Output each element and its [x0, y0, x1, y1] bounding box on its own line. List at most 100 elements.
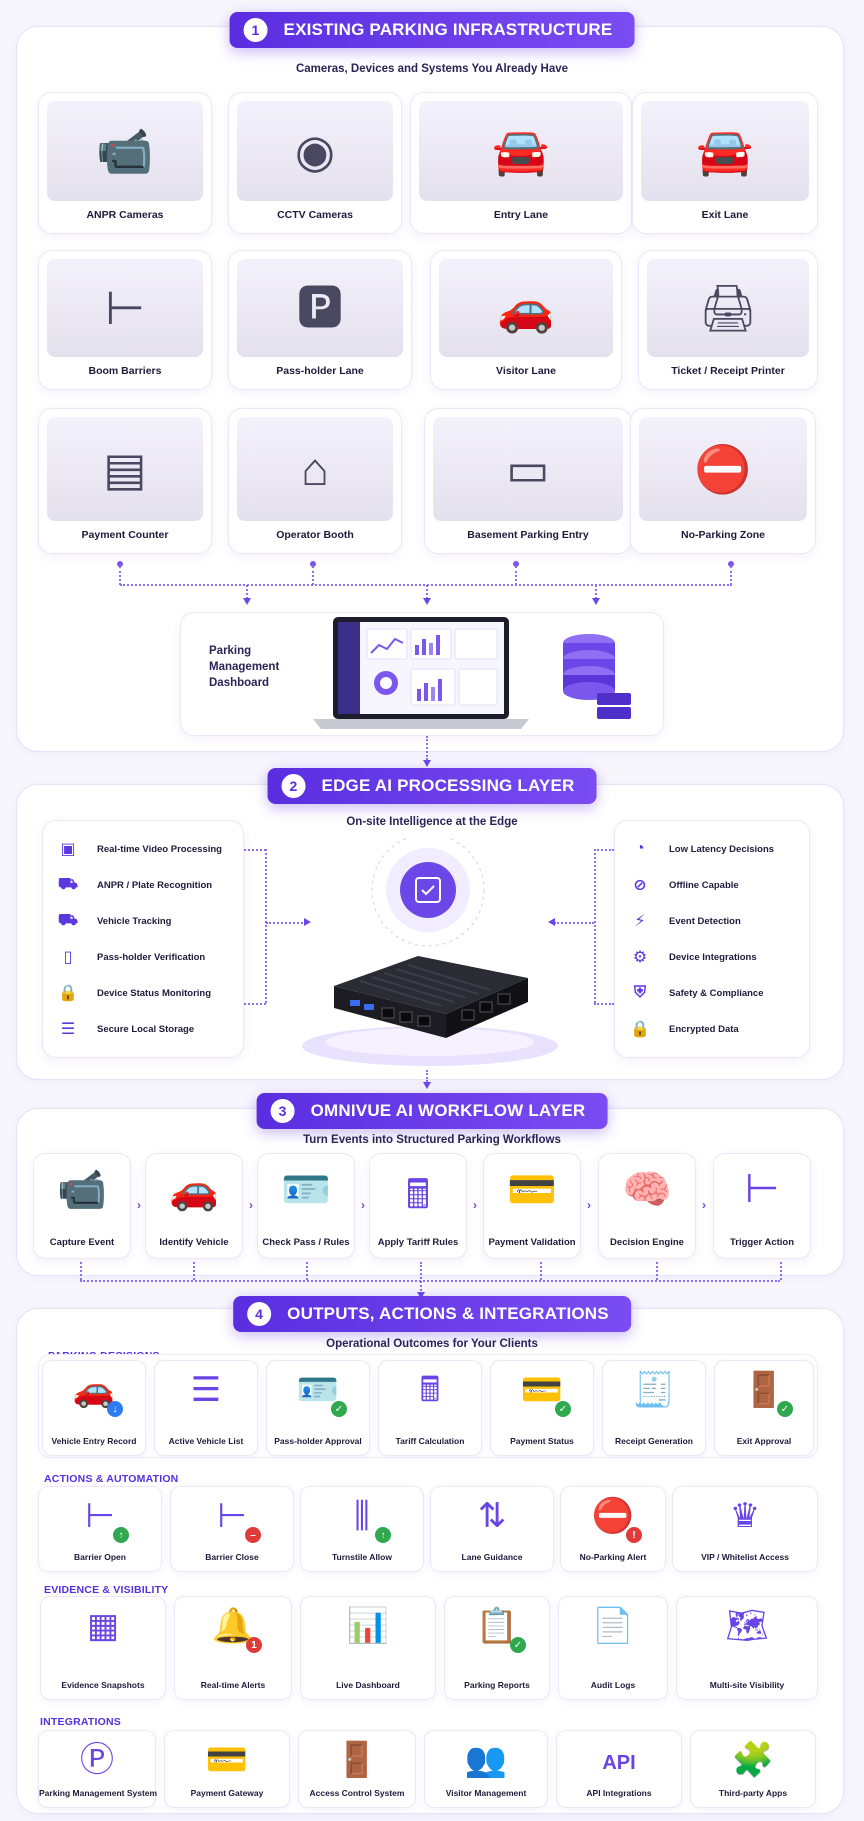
section-2-title: 2 EDGE AI PROCESSING LAYER: [267, 768, 597, 804]
card-label: No-Parking Zone: [680, 529, 765, 541]
barrier-close-icon: ⊢: [217, 1497, 247, 1535]
icon-glyph: 📹: [96, 125, 154, 177]
payment-status-icon: 💳: [520, 1371, 564, 1409]
entry-lane-icon: 🚘: [419, 101, 623, 201]
capability-label: Event Detection: [669, 915, 741, 927]
offline-icon: ⊘: [633, 877, 647, 894]
output-card: ⫼Turnstile Allow↑: [300, 1486, 424, 1572]
card-label: Exit Lane: [701, 209, 749, 221]
capability-item: 🔒Device Status Monitoring: [57, 982, 211, 1004]
output-label: Vehicle Entry Record: [51, 1436, 137, 1446]
capability-item: ⛟Vehicle Tracking: [57, 910, 172, 932]
output-card: ⇅Lane Guidance: [430, 1486, 554, 1572]
vehicle-list-icon: ☰: [190, 1371, 222, 1409]
output-label: Barrier Close: [205, 1552, 259, 1562]
latency-icon: ◔: [635, 840, 645, 857]
output-label: Parking Reports: [464, 1680, 530, 1690]
output-label: Pass-holder Approval: [274, 1436, 362, 1446]
barrier-icon: ⊢: [744, 1167, 780, 1211]
visitors-icon: 👥: [464, 1741, 508, 1779]
card-label: ANPR Cameras: [86, 209, 164, 221]
card-label: Pass-holder Lane: [276, 365, 364, 377]
receipt-icon: 🧾: [632, 1371, 676, 1409]
output-label: Lane Guidance: [461, 1552, 523, 1562]
capability-item: ▣Real-time Video Processing: [57, 838, 222, 860]
output-label: Real-time Alerts: [200, 1680, 266, 1690]
boom-barrier-icon: ⊢: [47, 259, 203, 357]
infrastructure-card: ◉CCTV Cameras: [228, 92, 402, 234]
section-1-subtitle: Cameras, Devices and Systems You Already…: [295, 63, 569, 75]
capability-item: ⚡Event Detection: [629, 910, 741, 932]
alert-icon: !: [626, 1527, 642, 1543]
capability-item: ▯Pass-holder Verification: [57, 946, 206, 968]
capability-label: Encrypted Data: [669, 1023, 739, 1035]
output-card: 🧩 Third-party Apps: [690, 1730, 816, 1808]
capability-label: Device Status Monitoring: [97, 987, 212, 999]
section-1-title: 1 EXISTING PARKING INFRASTRUCTURE: [229, 12, 635, 48]
pass-verification-icon: ▯: [63, 949, 73, 966]
icon-glyph: ⊢: [104, 282, 146, 334]
step-label: Apply Tariff Rules: [377, 1237, 459, 1248]
card-label: Operator Booth: [276, 529, 354, 541]
output-card: 🚪Access Control System: [298, 1730, 416, 1808]
icon-glyph: 🖨: [698, 282, 758, 334]
capability-item: ☰Secure Local Storage: [57, 1018, 194, 1040]
capability-label: Offline Capable: [669, 879, 739, 891]
workflow-step: 🖩Apply Tariff Rules: [369, 1153, 467, 1259]
output-card: 🗺 Multi-site Visibility: [676, 1596, 818, 1700]
output-label: Receipt Generation: [615, 1436, 693, 1446]
database-icon: [557, 627, 637, 727]
step-label: Decision Engine: [610, 1237, 684, 1248]
output-card: ▦ Evidence Snapshots: [40, 1596, 166, 1700]
category-evidence: EVIDENCE & VISIBILITY: [44, 1584, 169, 1596]
card-label: Basement Parking Entry: [467, 529, 589, 541]
icon-glyph: ⌂: [301, 443, 329, 495]
output-card: 🪪Pass-holder Approval✓: [266, 1360, 370, 1456]
cctv-camera-icon: ◉: [237, 101, 393, 201]
chevron-right-icon: ›: [473, 1198, 477, 1212]
capability-item: ⛨Safety & Compliance: [629, 982, 764, 1004]
tariff-calculator-icon: 🖩: [419, 1371, 441, 1409]
edge-capabilities-right: ◔ Low Latency Decisions ⊘ Offline Capable ⚡E…: [614, 820, 810, 1058]
turnstile-icon: ⫼: [354, 1497, 370, 1535]
output-label: Audit Logs: [590, 1680, 636, 1690]
barrier-open-icon: ⊢: [85, 1497, 115, 1535]
infrastructure-card: 📹 ANPR Cameras: [38, 92, 212, 234]
printer-icon: 🖨: [647, 259, 809, 357]
output-label: Visitor Management: [445, 1788, 527, 1798]
output-card: 💳Payment Status✓: [490, 1360, 594, 1456]
integrations-gear-icon: ⚙: [632, 949, 648, 966]
output-label: Third-party Apps: [718, 1788, 788, 1798]
parking-system-icon: Ⓟ: [80, 1741, 114, 1779]
output-label: Multi-site Visibility: [709, 1680, 785, 1690]
vehicle-tracking-icon: ⛟: [57, 912, 79, 929]
output-card: 💳Payment Gateway: [164, 1730, 290, 1808]
output-label: Access Control System: [309, 1788, 405, 1798]
no-parking-icon: ⛔: [639, 417, 807, 521]
capability-label: Real-time Video Processing: [97, 843, 222, 855]
step-label: Identify Vehicle: [159, 1237, 229, 1248]
workflow-step: 🧠Decision Engine: [598, 1153, 696, 1259]
puzzle-icon: 🧩: [731, 1741, 775, 1779]
map-pins-icon: 🗺: [725, 1607, 769, 1645]
output-label: Evidence Snapshots: [61, 1680, 145, 1690]
edge-ai-device: [290, 833, 570, 1070]
capability-item: ◔ Low Latency Decisions: [629, 838, 774, 860]
snapshots-icon: ▦: [86, 1607, 120, 1645]
lock-icon: 🔒: [630, 1021, 650, 1038]
output-card: 🖩Tariff Calculation: [378, 1360, 482, 1456]
chevron-right-icon: ›: [249, 1198, 253, 1212]
icon-glyph: ▭: [506, 443, 550, 495]
payment-counter-icon: ▤: [47, 417, 203, 521]
output-card: 👥 Visitor Management: [424, 1730, 548, 1808]
output-label: Exit Approval: [736, 1436, 792, 1446]
category-integrations: INTEGRATIONS: [40, 1716, 121, 1728]
output-label: VIP / Whitelist Access: [701, 1552, 789, 1562]
chevron-right-icon: ›: [587, 1198, 591, 1212]
icon-glyph: 🚘: [492, 125, 550, 177]
output-card: ☰Active Vehicle List: [154, 1360, 258, 1456]
chevron-right-icon: ›: [702, 1198, 706, 1212]
storage-icon: ☰: [60, 1021, 76, 1038]
capability-label: Low Latency Decisions: [669, 843, 775, 855]
workflow-step: 📹Capture Event: [33, 1153, 131, 1259]
